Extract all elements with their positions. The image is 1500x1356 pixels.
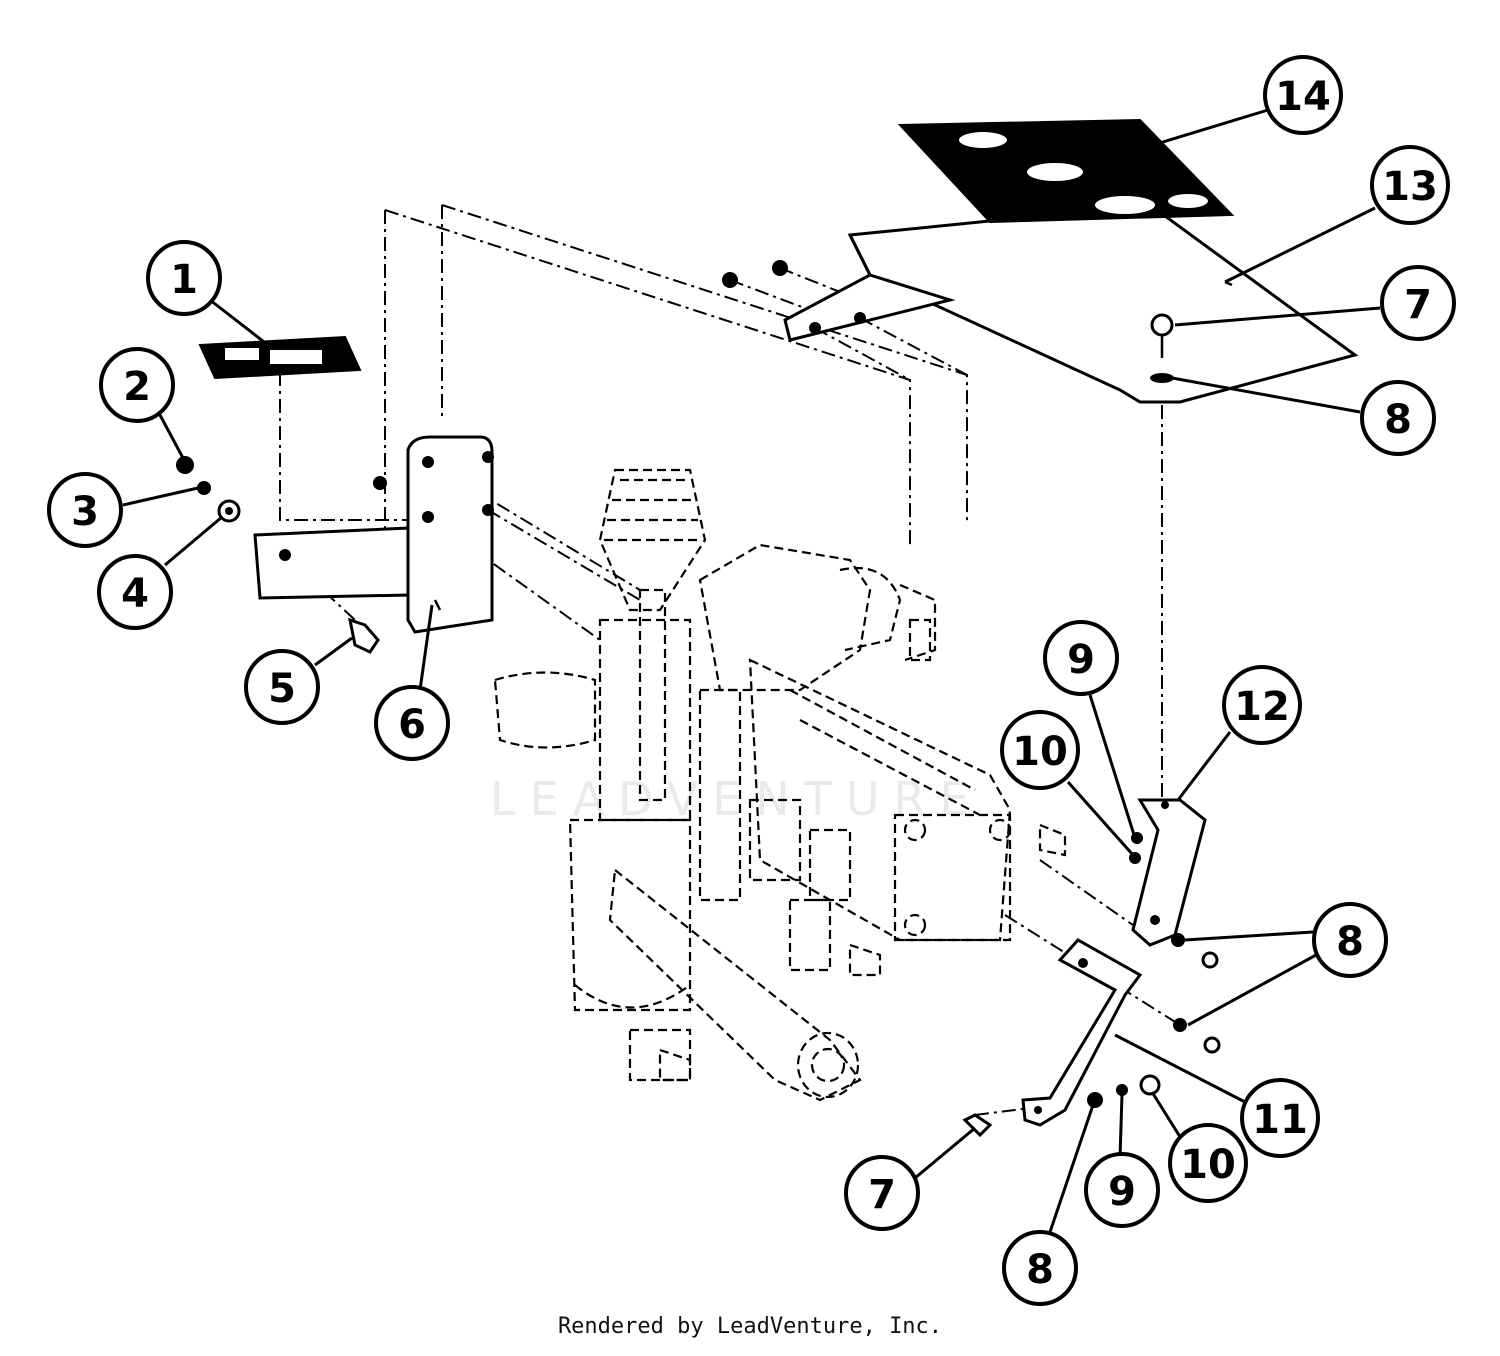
callout-8-right: 8 [1312,902,1388,978]
callout-3-label: 3 [71,489,99,535]
callout-8-top: 8 [1360,380,1436,456]
callout-10-bottom-label: 10 [1180,1142,1236,1188]
callout-7-top: 7 [1380,265,1456,341]
pump-assembly [493,468,1067,1102]
callout-11-label: 11 [1252,1097,1308,1143]
bracket-part-11 [962,938,1221,1138]
callout-8-right-label: 8 [1336,919,1364,965]
hardware-left [176,456,380,654]
callout-13: 13 [1370,145,1450,225]
callout-10-bottom: 10 [1168,1123,1248,1203]
callout-6: 6 [374,685,450,761]
callout-1: 1 [146,240,222,316]
callout-8-bottom-label: 8 [1026,1247,1054,1293]
mounting-bracket-part-6 [253,435,494,634]
callout-5: 5 [244,649,320,725]
callout-1-label: 1 [170,257,198,303]
watermark-text: LEADVENTURE [490,772,983,826]
callout-5-label: 5 [268,666,296,712]
callout-7-top-label: 7 [1404,282,1432,328]
callout-11: 11 [1240,1078,1320,1158]
callout-2-label: 2 [123,364,151,410]
render-credit: Rendered by LeadVenture, Inc. [557,1314,943,1339]
cover-shelf-part-13 [722,203,1359,404]
callout-14: 14 [1263,55,1343,135]
callout-6-label: 6 [398,702,426,748]
decal-part-1 [198,335,362,380]
callout-9-bottom-label: 9 [1108,1169,1136,1215]
callout-14-label: 14 [1275,74,1331,120]
callout-9-top-label: 9 [1067,637,1095,683]
callout-7-bottom-label: 7 [868,1172,896,1218]
callout-13-label: 13 [1382,164,1438,210]
callout-3: 3 [47,472,123,548]
callout-12-label: 12 [1234,684,1290,730]
callout-4-label: 4 [121,571,149,617]
callout-7-bottom: 7 [844,1155,920,1231]
callout-10-top: 10 [1000,710,1080,790]
callout-8-top-label: 8 [1384,397,1412,443]
callout-12: 12 [1222,665,1302,745]
callout-10-top-label: 10 [1012,729,1068,775]
bracket-part-12 [1129,798,1219,969]
callout-9-top: 9 [1043,620,1119,696]
callout-9-bottom: 9 [1084,1152,1160,1228]
callout-4: 4 [97,554,173,630]
callout-2: 2 [99,347,175,423]
leader-lines [122,108,1381,1233]
callout-8-bottom: 8 [1002,1230,1078,1306]
